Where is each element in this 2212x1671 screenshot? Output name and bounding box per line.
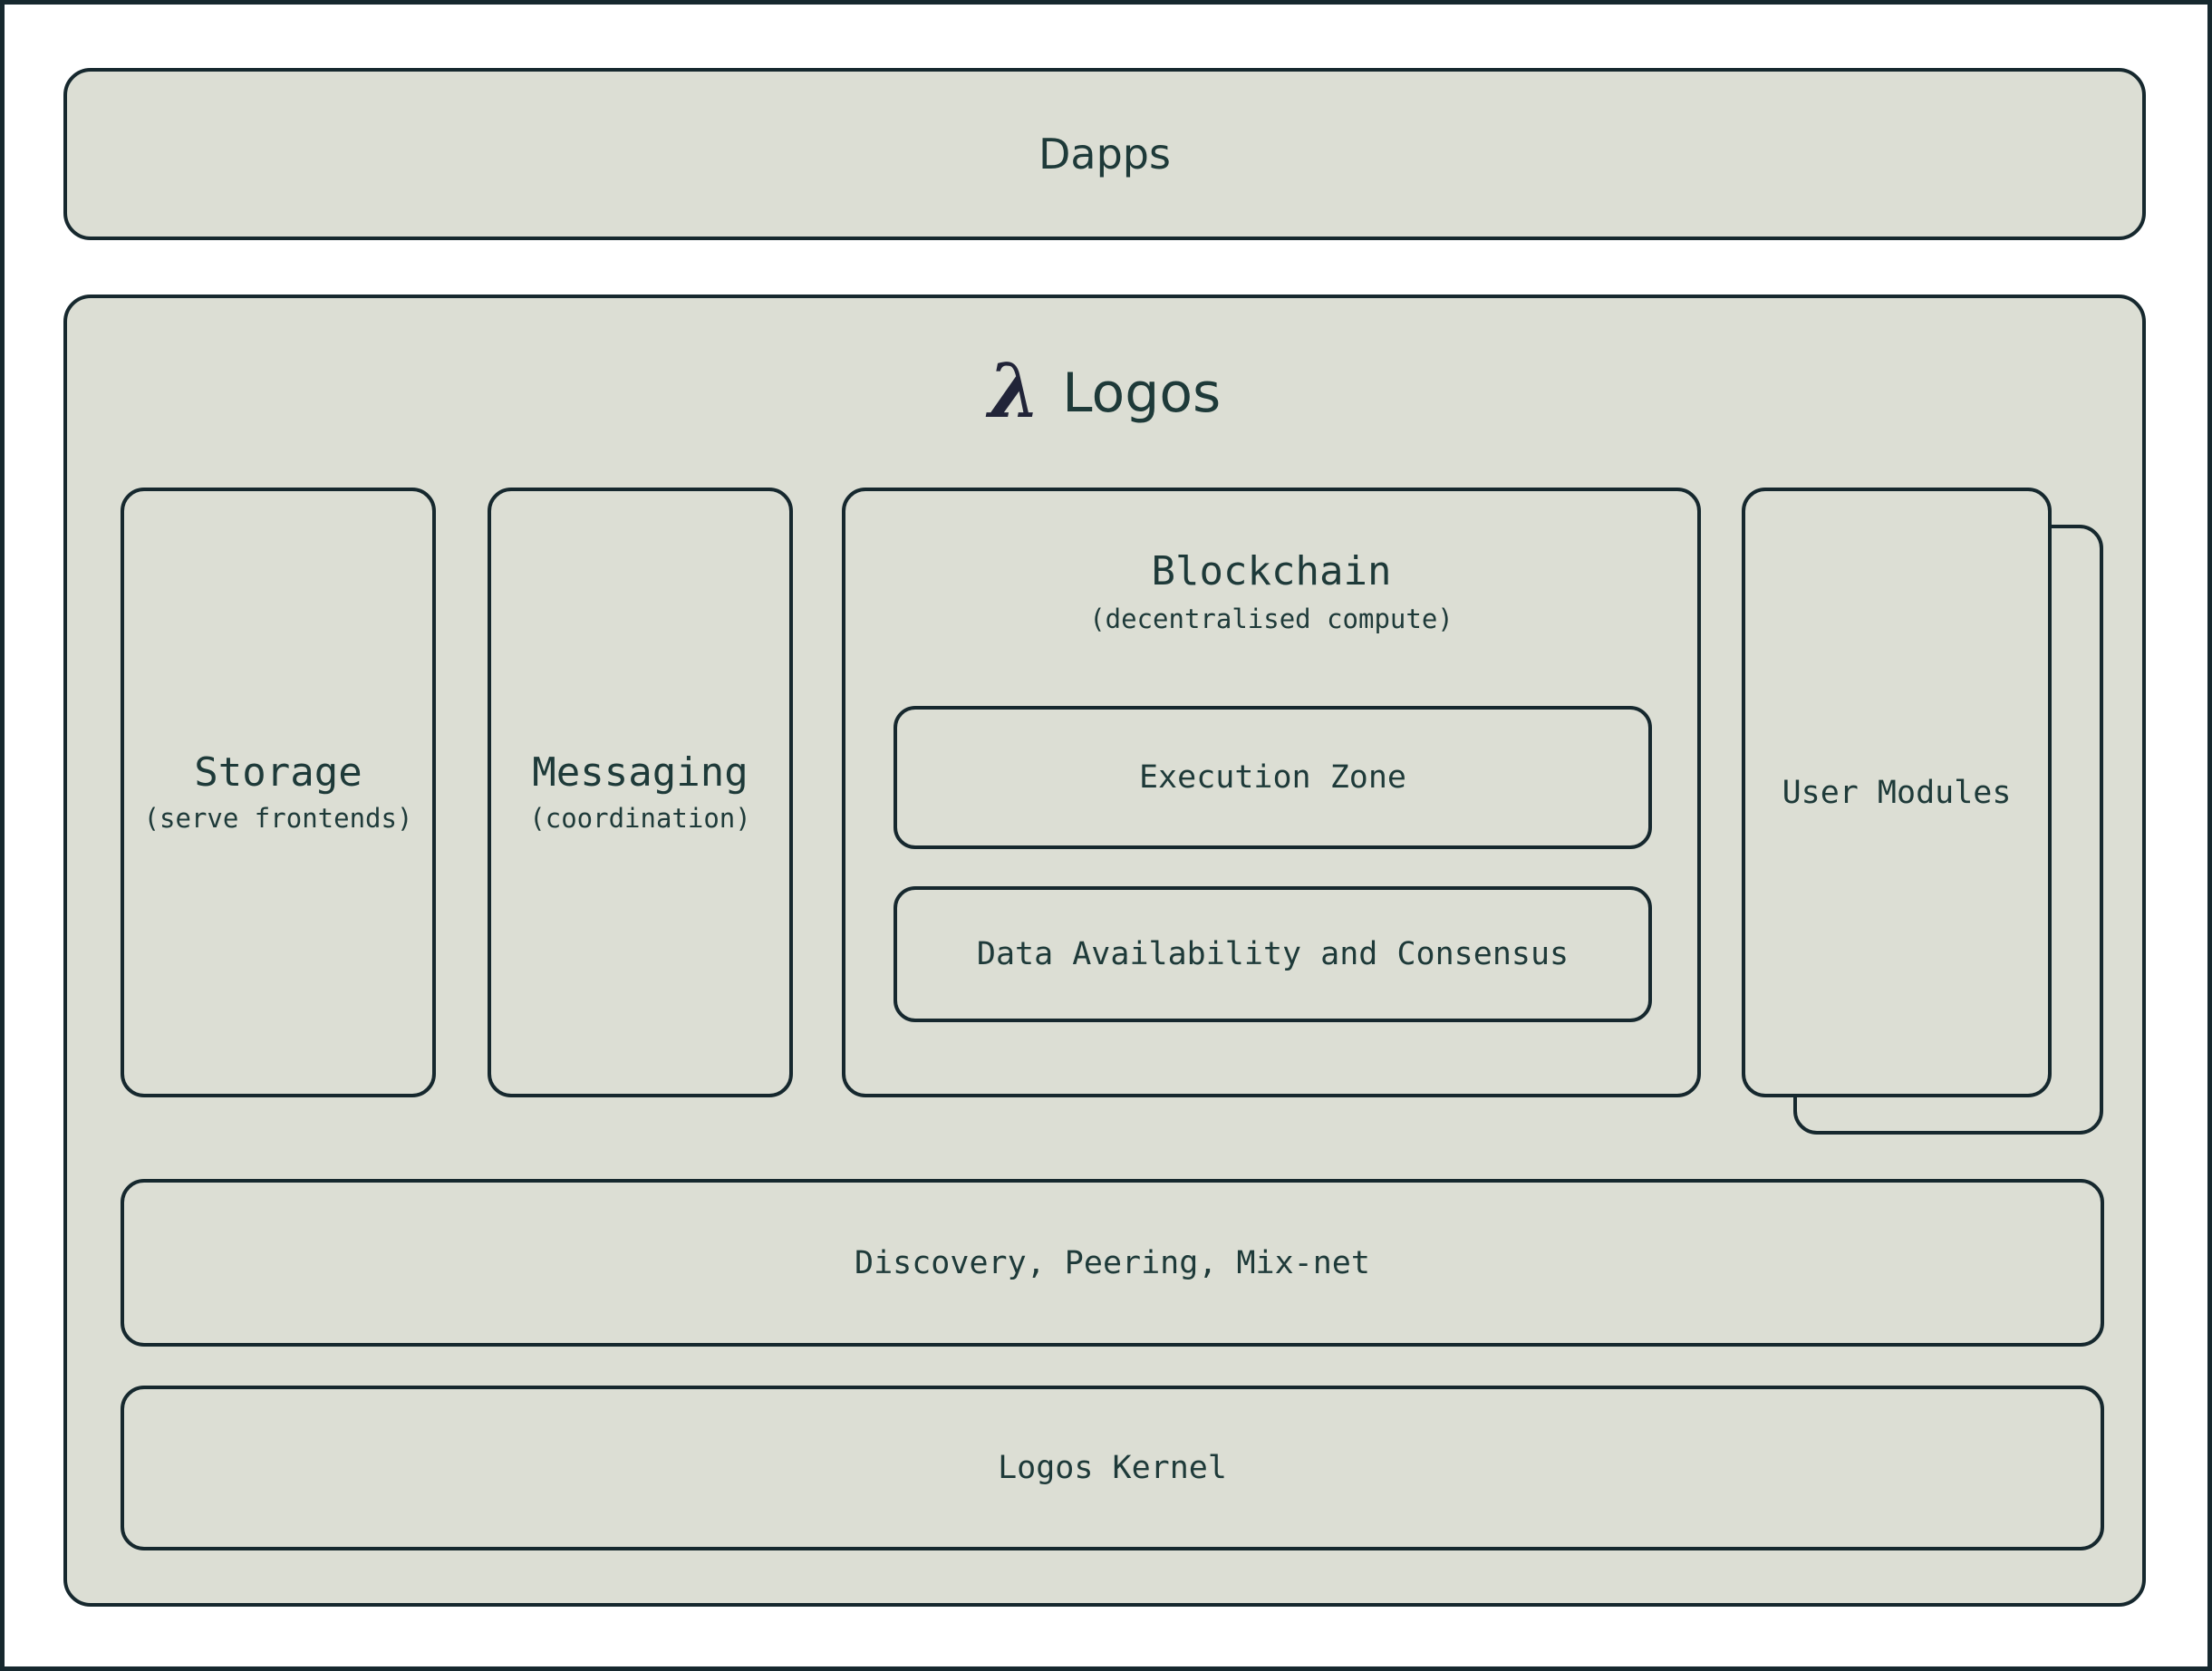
discovery-peering-mixnet-box: Discovery, Peering, Mix-net bbox=[121, 1179, 2104, 1347]
storage-text: Storage (serve frontends) bbox=[124, 491, 432, 1094]
messaging-subtitle: (coordination) bbox=[529, 803, 751, 835]
user-modules-box: User Modules bbox=[1742, 488, 2052, 1097]
execution-zone-box: Execution Zone bbox=[893, 706, 1652, 849]
logos-kernel-label: Logos Kernel bbox=[998, 1450, 1227, 1486]
messaging-box: Messaging (coordination) bbox=[488, 488, 793, 1097]
dapps-box: Dapps bbox=[63, 68, 2146, 240]
dapps-label: Dapps bbox=[1038, 130, 1171, 179]
storage-subtitle: (serve frontends) bbox=[143, 803, 413, 835]
discovery-peering-mixnet-label: Discovery, Peering, Mix-net bbox=[855, 1244, 1370, 1281]
data-availability-label: Data Availability and Consensus bbox=[976, 936, 1570, 972]
messaging-title: Messaging bbox=[532, 749, 749, 796]
logos-title-label: Logos bbox=[1062, 362, 1222, 425]
messaging-text: Messaging (coordination) bbox=[491, 491, 789, 1094]
logos-title: λ Logos bbox=[67, 334, 2142, 452]
blockchain-title: Blockchain bbox=[1151, 548, 1392, 594]
user-modules-label: User Modules bbox=[1782, 774, 2012, 811]
storage-title: Storage bbox=[194, 749, 362, 796]
blockchain-box: Blockchain (decentralised compute) Execu… bbox=[842, 488, 1701, 1097]
execution-zone-label: Execution Zone bbox=[1138, 759, 1406, 796]
logos-kernel-box: Logos Kernel bbox=[121, 1386, 2104, 1550]
lambda-logo-icon: λ bbox=[988, 348, 1041, 435]
data-availability-box: Data Availability and Consensus bbox=[893, 886, 1652, 1022]
storage-box: Storage (serve frontends) bbox=[121, 488, 436, 1097]
blockchain-subtitle: (decentralised compute) bbox=[1089, 603, 1454, 634]
logos-box: λ Logos Storage (serve frontends) Messag… bbox=[63, 295, 2146, 1607]
blockchain-heading: Blockchain (decentralised compute) bbox=[845, 548, 1697, 634]
